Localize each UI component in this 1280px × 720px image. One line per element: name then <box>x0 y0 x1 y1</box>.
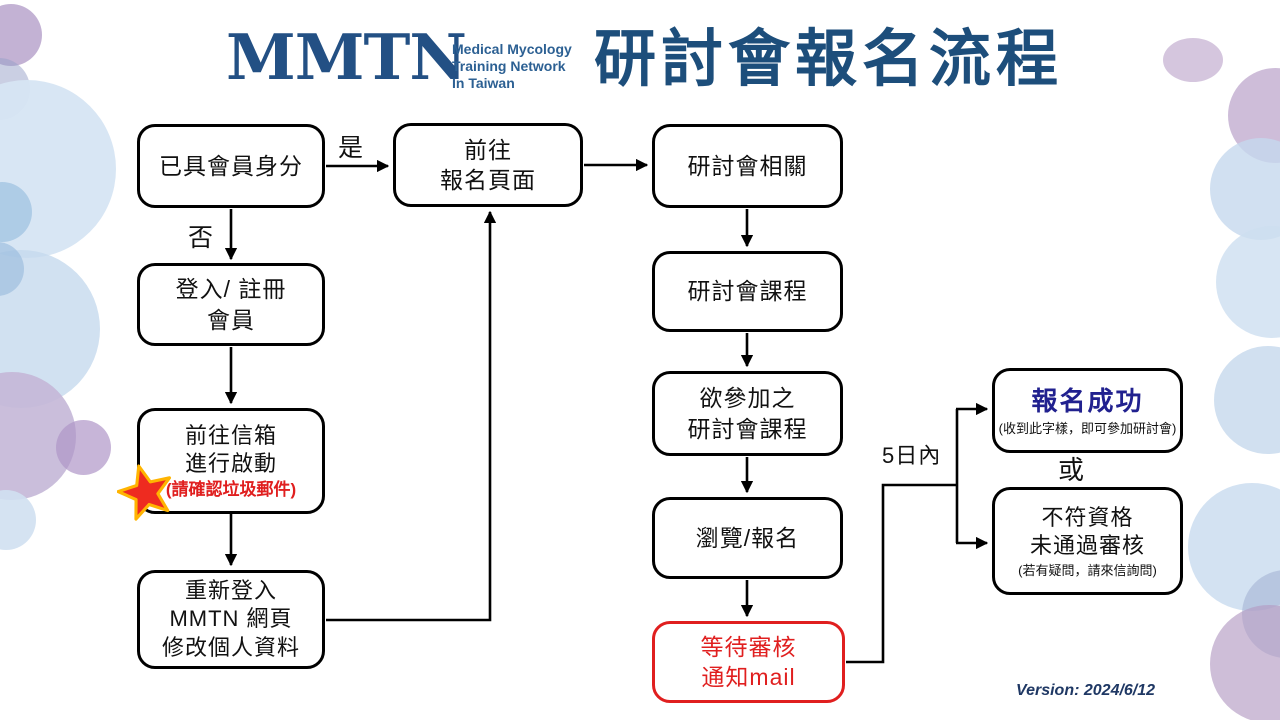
node-text: 修改個人資料 <box>161 634 300 660</box>
node-text: 研討會相關 <box>687 152 808 179</box>
label-no: 否 <box>188 224 215 252</box>
node-seminar-courses: 研討會課程 <box>652 251 843 332</box>
node-text: 登入/ 註冊 <box>175 276 287 303</box>
node-text: 欲參加之 <box>699 385 796 412</box>
node-desired-courses: 欲參加之 研討會課程 <box>652 371 843 456</box>
node-relogin-update: 重新登入 MMTN 網頁 修改個人資料 <box>137 570 325 669</box>
node-text: 不符資格 <box>1041 504 1134 530</box>
node-member-check: 已具會員身分 <box>137 124 325 208</box>
node-text: 報名頁面 <box>440 167 536 193</box>
node-text: 通知mail <box>701 664 796 690</box>
node-text: 研討會課程 <box>687 278 808 305</box>
tagline-line: In Taiwan <box>452 75 515 91</box>
node-text: 研討會課程 <box>687 415 808 442</box>
node-text: 已具會員身分 <box>159 152 303 179</box>
node-register-success: 報名成功 (收到此字樣，即可參加研討會) <box>992 368 1183 453</box>
node-goto-registration: 前往 報名頁面 <box>393 123 583 207</box>
success-title: 報名成功 <box>1031 386 1144 417</box>
mmtn-logo: MMTN <box>226 20 467 94</box>
node-text: 重新登入 <box>184 578 277 604</box>
success-note: (收到此字樣，即可參加研討會) <box>998 421 1177 437</box>
node-seminar-related: 研討會相關 <box>652 124 843 208</box>
tagline-line: Training Network <box>452 58 566 74</box>
node-text: 進行啟動 <box>184 450 277 476</box>
mmtn-logo-tagline: Medical Mycology Training Network In Tai… <box>452 41 572 92</box>
decorative-circle <box>1163 38 1223 82</box>
label-within-5-days: 5日內 <box>882 443 942 468</box>
node-login-register: 登入/ 註冊 會員 <box>137 263 325 346</box>
decorative-circle <box>56 420 111 475</box>
version-label: Version: 2024/6/12 <box>1016 682 1156 699</box>
label-yes: 是 <box>338 134 365 162</box>
node-text: 前往 <box>464 136 512 163</box>
node-text: 前往信箱 <box>184 422 277 448</box>
node-text: 瀏覽/報名 <box>695 524 800 551</box>
node-await-review: 等待審核 通知mail <box>652 621 845 703</box>
node-text: 未通過審核 <box>1029 532 1145 558</box>
node-activate-mailbox: 前往信箱 進行啟動 (請確認垃圾郵件) <box>137 408 325 514</box>
node-browse-register: 瀏覽/報名 <box>652 497 843 579</box>
page-title: 研討會報名流程 <box>594 25 1064 94</box>
spam-warning-note: (請確認垃圾郵件) <box>165 480 297 500</box>
star-icon <box>117 464 172 521</box>
inquiry-note: (若有疑問，請來信詢問) <box>1018 562 1157 578</box>
tagline-line: Medical Mycology <box>452 41 572 57</box>
node-text: 等待審核 <box>700 633 797 660</box>
node-text: MMTN 網頁 <box>169 606 293 632</box>
node-text: 會員 <box>207 306 255 333</box>
label-or: 或 <box>1058 455 1086 485</box>
node-not-qualified: 不符資格 未通過審核 (若有疑問，請來信詢問) <box>992 487 1183 595</box>
